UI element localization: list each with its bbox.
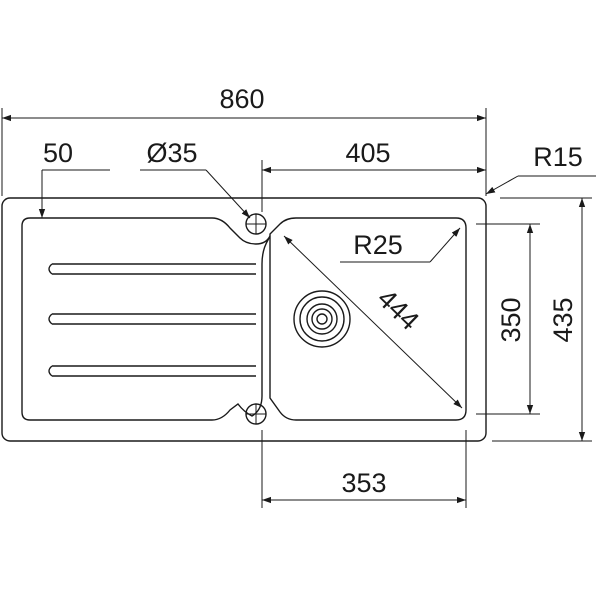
- dim-drainer-offset: 50: [38, 138, 110, 218]
- label-overall-width: 860: [219, 84, 264, 114]
- sink-outline: [1, 197, 487, 442]
- overflow-hole: [245, 403, 267, 425]
- label-bowl-height: 350: [496, 297, 526, 342]
- drainer-area: [21, 217, 271, 421]
- dim-overall-width: 860: [1, 84, 487, 196]
- dim-bowl-radius: R25: [340, 227, 461, 263]
- label-hole-diameter: Ø35: [146, 138, 197, 168]
- label-bowl-width: 353: [341, 468, 386, 498]
- label-drainer-offset: 50: [43, 138, 73, 168]
- dim-overall-depth: 435: [492, 197, 592, 442]
- label-bowl-radius: R25: [353, 230, 403, 260]
- dim-hole-diameter: Ø35: [140, 138, 251, 219]
- label-bowl-offset: 405: [345, 138, 390, 168]
- dim-corner-radius: R15: [485, 142, 596, 195]
- bowl: [269, 217, 467, 421]
- dim-bowl-offset: 405: [261, 138, 486, 212]
- tap-hole: [245, 213, 267, 235]
- drainer-grooves: [48, 263, 256, 377]
- label-corner-radius: R15: [533, 142, 583, 172]
- dim-bowl-height: 350: [476, 223, 540, 415]
- label-overall-depth: 435: [548, 297, 578, 342]
- dim-bowl-width: 353: [261, 430, 467, 508]
- waste-strainer: [293, 290, 351, 348]
